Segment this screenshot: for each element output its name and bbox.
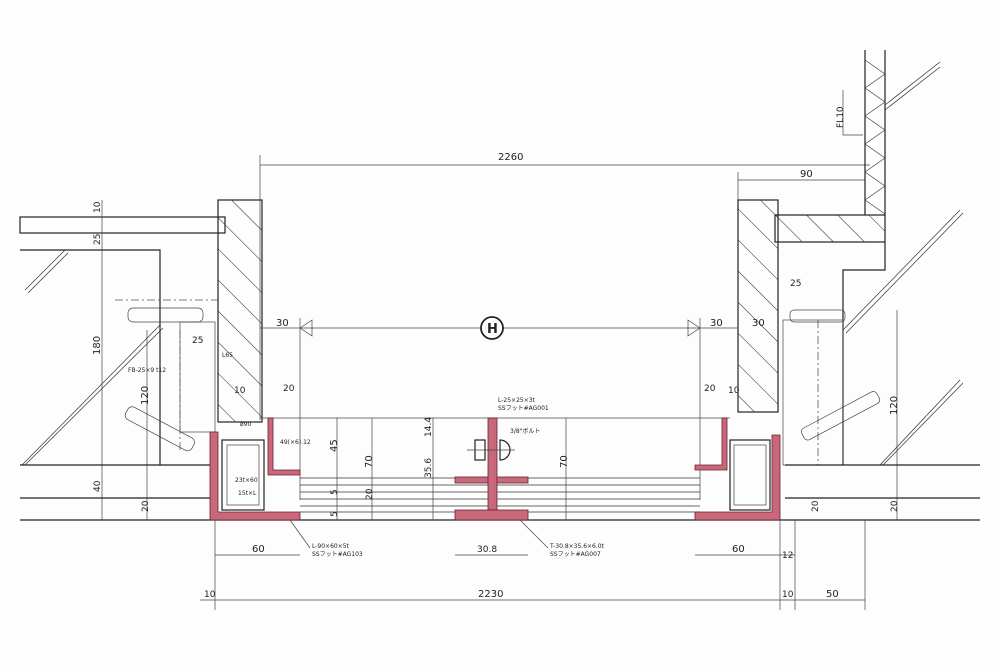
bottom-dimensions: 60 60 12 2230 10 10 50 — [200, 520, 866, 610]
left-pier — [217, 199, 263, 423]
note: SSフット#AG007 — [550, 551, 601, 558]
dim-label: 12 — [782, 551, 793, 561]
dim-label: 20 — [365, 488, 375, 500]
dim-label: 40 — [93, 480, 103, 492]
right-slab — [774, 214, 886, 243]
dim-label: 70 — [364, 455, 375, 468]
dim-label: 10 — [728, 386, 740, 396]
dim-label: 60 — [732, 544, 745, 555]
dim-label: 60 — [252, 544, 265, 555]
dim-label: 20 — [141, 500, 151, 512]
note: 15t×L — [238, 490, 257, 497]
dim-label: 20 — [811, 500, 821, 512]
note: ø90 — [240, 421, 251, 428]
right-wall-edge — [842, 242, 886, 465]
note-l65: L65 — [222, 352, 233, 359]
exterior-wall-right: FL10 — [836, 50, 941, 215]
dim-label: 70 — [559, 455, 570, 468]
dim-label: 30 — [710, 318, 723, 329]
right-angle-profile — [694, 417, 781, 521]
note: 3/8"ボルト — [510, 427, 540, 435]
note: 49(×6).12 — [280, 439, 311, 446]
dim-label: 20 — [704, 384, 716, 394]
dim-label: 20 — [890, 500, 900, 512]
dim-label: 2260 — [498, 152, 523, 163]
dim-label: 5 — [330, 511, 340, 517]
note: T-30.8×35.6×6.0t — [549, 543, 605, 550]
dim-label: 10 — [204, 590, 216, 600]
note: SSフット#AG103 — [312, 551, 363, 558]
left-cavity: 25 FB-25×9 t12 L65 120 20 — [115, 299, 233, 520]
note: 23t×60 — [235, 477, 258, 484]
right-pier — [737, 199, 779, 413]
dim-label: 25 — [93, 234, 103, 245]
dim-label: 35.6 — [424, 458, 434, 478]
note: L-25×25×3t — [498, 397, 536, 404]
dim-label: 10 — [782, 590, 794, 600]
left-angle-profile: ø90 23t×60 15t×L 49(×6).12 L-90×60×5t SS… — [209, 417, 363, 558]
fl-label: FL10 — [836, 106, 846, 128]
floor-slab — [20, 417, 980, 521]
grid-axis-label: H — [487, 322, 498, 337]
note: L-90×60×5t — [312, 543, 350, 550]
dim-label: 30.8 — [477, 545, 497, 555]
dim-label: 20 — [283, 384, 295, 394]
dim-label: 45 — [329, 439, 340, 452]
dim-label: 30 — [752, 318, 765, 329]
center-t-profile: L-25×25×3t SSフット#AG001 3/8"ボルト T-30.8×35… — [424, 397, 605, 558]
dim-label: 90 — [800, 169, 813, 180]
dim-label: 14.4 — [424, 417, 434, 437]
right-cavity: 120 20 20 — [782, 309, 900, 520]
dimension-90: 90 — [737, 169, 865, 200]
dim-label: 10 — [234, 386, 246, 396]
left-beam: 10 25 180 40 — [19, 200, 226, 520]
dim-label: 180 — [92, 336, 103, 355]
dim-label: 25 — [790, 279, 801, 289]
dim-label: 120 — [889, 396, 900, 415]
dim-label: 30 — [276, 318, 289, 329]
dim-label: 5 — [330, 489, 340, 495]
dim-label: 2230 — [478, 589, 503, 600]
dim-label: 10 — [93, 201, 103, 213]
dim-label: 50 — [826, 589, 839, 600]
note: SSフット#AG001 — [498, 405, 549, 412]
grid-bubble — [480, 316, 504, 340]
dim-label: 25 — [192, 336, 203, 346]
dim-label: 120 — [140, 386, 151, 405]
